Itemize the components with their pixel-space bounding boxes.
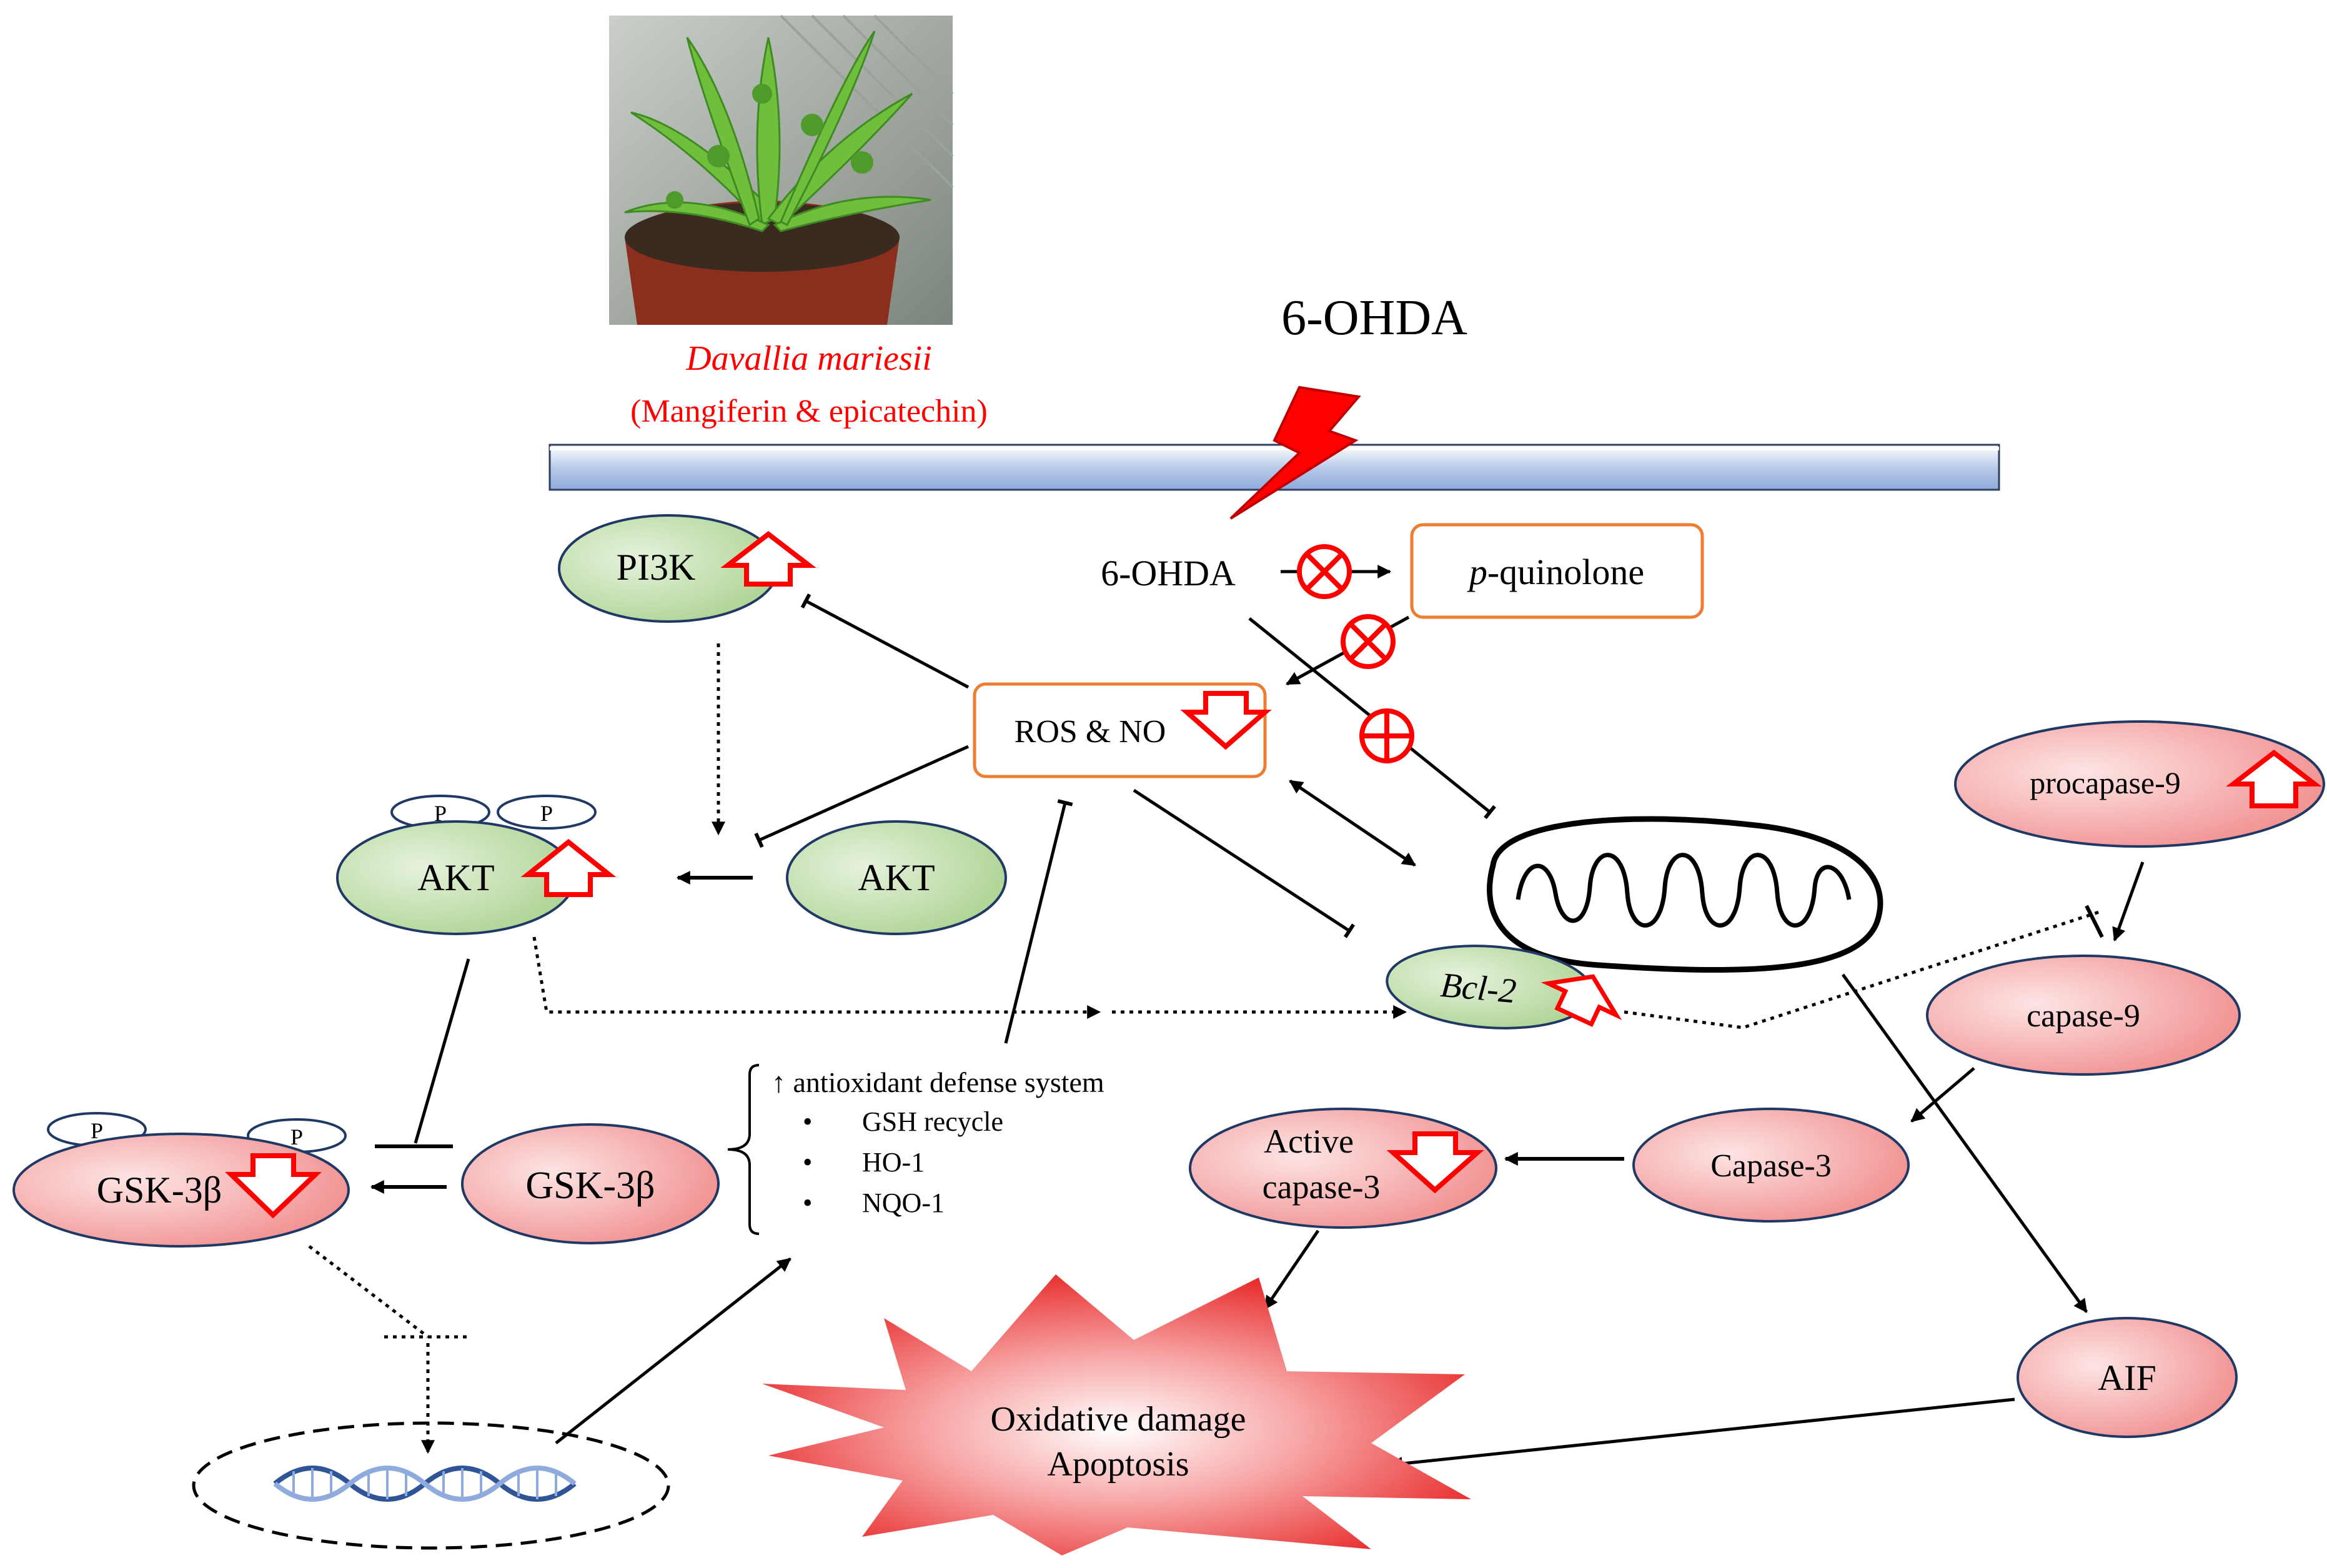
antioxidant-item-gsh: GSH recycle: [862, 1106, 1003, 1137]
toxin-label-inner: 6-OHDA: [1101, 553, 1236, 593]
up-arrow-icon: [520, 838, 617, 897]
list-bullet: •: [803, 1147, 812, 1178]
caspase9-to-caspase3: [1910, 1067, 1975, 1123]
ros-no-label: ROS & NO: [1015, 714, 1166, 750]
ros-inhibits-bcl2: [1133, 788, 1356, 938]
active-caspase3-to-damage: [1263, 1229, 1320, 1310]
caspase3-node: Capase-3: [1632, 1108, 1910, 1223]
phospho-label: P: [290, 1124, 303, 1149]
list-bullet: •: [803, 1106, 812, 1137]
svg-text:p-quinolone: p-quinolone: [1467, 552, 1644, 592]
phospho-label: P: [91, 1118, 103, 1143]
procaspase9-to-caspase9: [2112, 861, 2145, 942]
gsk-inhibits-dotted: [308, 1245, 429, 1338]
dna-to-antioxidant-arrow: [555, 1258, 791, 1444]
starburst-icon: [762, 1274, 1471, 1556]
cell-membrane: [548, 444, 2000, 491]
bcl2-inhibits-caspase9-dotted: [1624, 910, 2100, 1030]
up-arrow-icon: [1541, 974, 1622, 1028]
outcome-line-2: Apoptosis: [1047, 1445, 1189, 1484]
gsk-phospho-label: GSK-3β: [97, 1169, 222, 1211]
down-arrow-icon: [1386, 1131, 1484, 1194]
phospho-label: P: [540, 801, 553, 826]
aif-node: AIF: [2017, 1317, 2238, 1438]
active-caspase3-node: Active capase-3: [1189, 1108, 1497, 1229]
pi3k-label: PI3K: [617, 547, 696, 588]
plant-name: Davallia mariesii: [685, 339, 932, 378]
pi3k-node: PI3K: [558, 514, 816, 623]
ros-mito-bidirectional: [1289, 779, 1416, 867]
gsk-label: GSK-3β: [525, 1164, 655, 1207]
plant-compounds: (Mangiferin & epicatechin): [630, 394, 988, 429]
ros-inhibits-pi3k: [800, 593, 970, 689]
quinolone-box: p-quinolone: [1410, 523, 1704, 619]
inhibited-cross-icon: [1297, 544, 1352, 599]
aif-to-damage: [1388, 1397, 2015, 1471]
down-arrow-icon: [1180, 691, 1272, 750]
caspase9-node: capase-9: [1926, 955, 2241, 1076]
antioxidant-item-ho1: HO-1: [862, 1147, 925, 1178]
active-caspase3-label-2: capase-3: [1263, 1168, 1381, 1206]
caspase9-label: capase-9: [2027, 998, 2140, 1034]
inhibited-cross-icon: [1341, 614, 1396, 669]
mitochondrion-icon: [1487, 816, 1883, 973]
procaspase9-node: procapase-9: [1954, 720, 2325, 848]
antioxidant-inhibits-ros: [1004, 799, 1073, 1044]
caspase3-label: Capase-3: [1710, 1148, 1831, 1184]
quinolone-suffix: -quinolone: [1487, 552, 1644, 592]
gsk-node: GSK-3β: [461, 1123, 720, 1244]
akt-phospho-label: AKT: [417, 857, 494, 898]
lightning-bolt-icon: [1229, 385, 1361, 520]
akt-node: AKT: [786, 820, 1007, 935]
ros-inhibits-akt: [754, 745, 970, 848]
antioxidant-item-nqo1: NQO-1: [862, 1188, 945, 1218]
dna-helix-icon: [192, 1421, 670, 1550]
bcl2-node: Bcl-2: [1386, 945, 1622, 1030]
procaspase9-label: procapase-9: [2030, 765, 2181, 800]
antioxidant-bracket: [727, 1064, 760, 1235]
active-caspase3-label-1: Active: [1264, 1123, 1354, 1160]
up-arrow-icon: [720, 530, 816, 587]
quinolone-prefix: p: [1467, 552, 1487, 592]
aif-label: AIF: [2098, 1357, 2156, 1398]
akt-label: AKT: [858, 857, 935, 898]
akt-inhibits-gsk: [414, 958, 470, 1144]
mito-to-aif: [1841, 973, 2088, 1313]
ros-no-box: ROS & NO: [973, 682, 1272, 778]
toxin-label-top: 6-OHDA: [1281, 290, 1467, 345]
outcome-line-1: Oxidative damage: [991, 1400, 1246, 1439]
inhibited-cross-icon: [1359, 708, 1414, 763]
antioxidant-list: • GSH recycle • HO-1 • NQO-1: [803, 1106, 1003, 1218]
akt-phospho-node: P P AKT: [336, 795, 617, 935]
plant-photo: [609, 14, 954, 325]
down-arrow-icon: [225, 1153, 322, 1219]
bcl2-label: Bcl-2: [1439, 966, 1517, 1011]
phospho-label: P: [434, 801, 447, 826]
list-bullet: •: [803, 1188, 812, 1218]
up-arrow-icon: [2226, 749, 2322, 808]
antioxidant-title: ↑ antioxidant defense system: [772, 1066, 1104, 1098]
gsk-phospho-node: P P GSK-3β: [12, 1112, 350, 1248]
